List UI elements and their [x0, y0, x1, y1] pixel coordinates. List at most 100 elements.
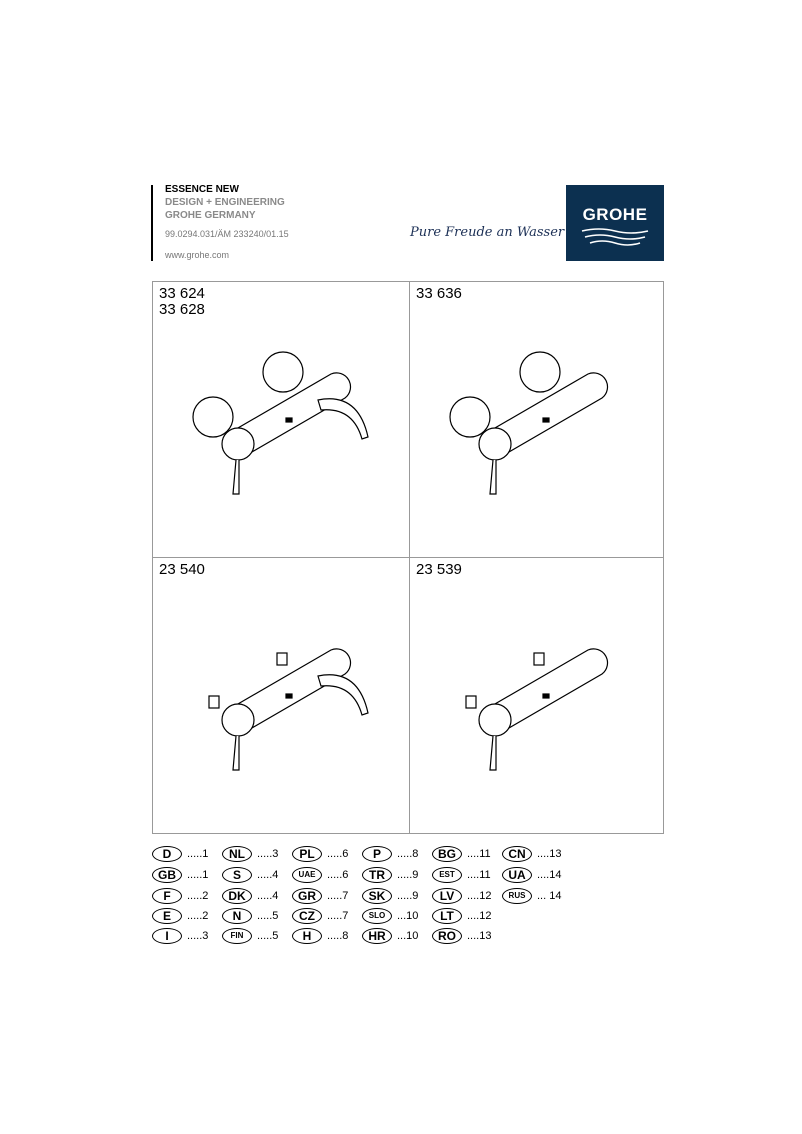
language-code-badge: EST	[432, 867, 462, 883]
page-reference: ...10	[397, 930, 419, 942]
page-reference: ....13	[537, 848, 562, 860]
language-entry: LT ....12	[432, 908, 491, 924]
language-entry: P.....8	[362, 846, 418, 862]
language-code-badge: RUS	[502, 888, 532, 904]
language-entry: EST ....11	[432, 867, 491, 883]
language-entry: F .....2	[152, 888, 208, 904]
tagline: Pure Freude an Wasser	[410, 225, 565, 240]
language-entry: GB.....1	[152, 867, 208, 883]
page-reference: .....4	[257, 869, 279, 881]
language-entry: N .....5	[222, 908, 278, 924]
product-cell: 23 540	[153, 558, 409, 833]
faucet-drawing	[465, 648, 609, 771]
language-entry: S .....4	[222, 867, 278, 883]
page-reference: .....3	[257, 848, 279, 860]
page-reference: ....13	[467, 930, 492, 942]
language-entry: RO ....13	[432, 928, 491, 944]
language-entry: HR ...10	[362, 928, 418, 944]
language-code-badge: FIN	[222, 928, 252, 944]
language-entry: SLO...10	[362, 908, 418, 924]
language-code-badge: S	[222, 867, 252, 883]
language-entry: UAE .....6	[292, 867, 348, 883]
language-code-badge: CN	[502, 846, 532, 862]
language-code-badge: D	[152, 846, 182, 862]
language-code-badge: SK	[362, 888, 392, 904]
page-reference: .....6	[327, 869, 349, 881]
page-reference: .....7	[327, 890, 349, 902]
product-cell: 23 539	[410, 558, 666, 833]
product-cell: 33 636	[410, 282, 666, 557]
language-code-badge: UAE	[292, 867, 322, 883]
logo-wordmark: GROHE	[582, 205, 648, 224]
page-reference: ....12	[467, 890, 492, 902]
language-entry: PL.....6	[292, 846, 348, 862]
page-reference: ...10	[397, 910, 419, 922]
page-reference: .....8	[397, 848, 419, 860]
language-code-badge: DK	[222, 888, 252, 904]
language-entry: RUS ... 14	[502, 888, 561, 904]
language-entry: H .....8	[292, 928, 348, 944]
page-reference: .....9	[397, 890, 419, 902]
page-reference: ....11	[467, 848, 491, 860]
page-reference: .....5	[257, 930, 279, 942]
language-code-badge: UA	[502, 867, 532, 883]
page-reference: .....8	[327, 930, 349, 942]
language-entry: FIN .....5	[222, 928, 278, 944]
language-code-badge: GR	[292, 888, 322, 904]
faucet-drawing	[449, 351, 609, 495]
product-name: ESSENCE NEW	[165, 184, 239, 195]
page-reference: .....9	[397, 869, 419, 881]
language-entry: D .....1	[152, 846, 208, 862]
language-entry: LV ....12	[432, 888, 491, 904]
language-code-badge: RO	[432, 928, 462, 944]
language-code-badge: E	[152, 908, 182, 924]
language-entry: SK .....9	[362, 888, 418, 904]
page-reference: ... 14	[537, 890, 562, 902]
page-reference: ....14	[537, 869, 562, 881]
page-reference: .....1	[187, 848, 209, 860]
language-code-badge: F	[152, 888, 182, 904]
page-reference: .....2	[187, 890, 209, 902]
language-code-badge: LT	[432, 908, 462, 924]
waves-icon	[581, 228, 649, 246]
language-entry: NL .....3	[222, 846, 278, 862]
document-code: 99.0294.031/ÄM 233240/01.15	[165, 229, 289, 239]
website: www.grohe.com	[165, 250, 230, 260]
language-code-badge: TR	[362, 867, 392, 883]
language-code-badge: H	[292, 928, 322, 944]
page-reference: ....11	[467, 869, 491, 881]
product-number: 33 636	[416, 285, 462, 302]
header-rule	[151, 185, 153, 261]
page-reference: .....3	[187, 930, 209, 942]
language-entry: CZ.....7	[292, 908, 348, 924]
language-code-badge: CZ	[292, 908, 322, 924]
page-reference: ....12	[467, 910, 492, 922]
page-reference: .....1	[187, 869, 209, 881]
page-reference: .....5	[257, 910, 279, 922]
language-entry: BG ....11	[432, 846, 491, 862]
language-entry: E .....2	[152, 908, 208, 924]
language-code-badge: NL	[222, 846, 252, 862]
language-code-badge: I	[152, 928, 182, 944]
grohe-logo: GROHE	[566, 185, 664, 261]
page-reference: .....4	[257, 890, 279, 902]
language-code-badge: BG	[432, 846, 462, 862]
product-number: 23 540	[159, 561, 205, 578]
language-code-badge: PL	[292, 846, 322, 862]
product-number: 23 539	[416, 561, 462, 578]
language-entry: GR .....7	[292, 888, 348, 904]
design-line: DESIGN + ENGINEERING	[165, 197, 285, 208]
language-code-badge: HR	[362, 928, 392, 944]
language-entry: TR .....9	[362, 867, 418, 883]
company-line: GROHE GERMANY	[165, 210, 256, 221]
language-entry: DK .....4	[222, 888, 278, 904]
page-reference: .....2	[187, 910, 209, 922]
language-entry: UA ....14	[502, 867, 561, 883]
divider	[153, 557, 663, 558]
language-code-badge: N	[222, 908, 252, 924]
language-entry: I .....3	[152, 928, 208, 944]
language-code-badge: LV	[432, 888, 462, 904]
